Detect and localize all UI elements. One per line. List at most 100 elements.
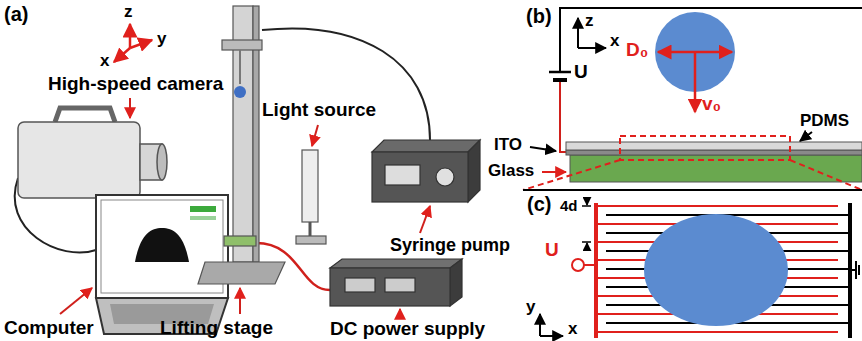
syringe-pump — [436, 168, 454, 186]
dc-power-supply — [330, 259, 462, 268]
velocity-label: v₀ — [702, 93, 721, 114]
spacing-marker — [586, 243, 588, 250]
ground-electrode — [606, 203, 852, 338]
axis-triad — [114, 24, 152, 62]
leader-arrow — [312, 125, 318, 146]
equipment-label: Syringe pump — [390, 235, 510, 255]
spacing-marker — [582, 205, 591, 207]
panel-label: (a) — [4, 4, 28, 24]
panel-label: (c) — [527, 193, 551, 215]
leader-arrow — [239, 288, 241, 314]
voltage-source — [572, 259, 594, 271]
lifting-stage — [224, 236, 256, 246]
equipment-label: Lifting stage — [160, 317, 273, 338]
layer-label: Glass — [488, 162, 534, 179]
laptop-computer — [190, 216, 216, 220]
equipment-label: DC power supply — [330, 318, 485, 339]
axis-pair — [540, 314, 563, 336]
red-electrode — [598, 205, 838, 207]
axis-label: z — [124, 3, 133, 20]
lifting-stage — [198, 6, 285, 284]
equipment-label: High-speed camera — [48, 74, 223, 93]
zoom-region — [790, 160, 862, 190]
substrate-layers — [566, 150, 862, 155]
equipment-label: Computer — [4, 317, 94, 338]
voltage-label: U — [545, 240, 559, 259]
leader-arrow — [530, 147, 556, 151]
axis-label: y — [526, 298, 535, 315]
dc-power-supply — [330, 268, 450, 306]
lifting-stage — [234, 86, 246, 98]
syringe-cable — [262, 28, 430, 140]
panel-frame — [523, 189, 862, 191]
leader-arrow — [60, 98, 430, 317]
light-source — [296, 236, 326, 244]
circuit-wire — [560, 80, 566, 152]
dimension-label: 4d — [560, 198, 578, 213]
syringe-cable — [262, 28, 430, 140]
axis-label: x — [610, 31, 619, 50]
battery-symbol — [549, 71, 571, 74]
axis-pair — [577, 18, 579, 48]
panel-frame — [523, 190, 862, 191]
panel-label: (c) — [527, 194, 551, 214]
droplet — [644, 214, 788, 326]
light-source — [296, 150, 326, 244]
layer-label: Glass — [488, 161, 534, 180]
zoom-region — [523, 136, 862, 190]
axis-label: y — [157, 30, 166, 47]
axis-label: x — [100, 52, 109, 69]
axis-triad — [114, 48, 130, 62]
voltage-label: U — [574, 61, 588, 82]
panel-label: (b) — [526, 6, 552, 26]
ground-electrode — [848, 203, 852, 338]
spacing-marker — [582, 198, 591, 250]
spacing-marker — [582, 241, 591, 243]
panel-label: (b) — [526, 5, 552, 27]
red-electrode — [594, 203, 838, 338]
ground-symbol — [858, 265, 860, 275]
axis-label: x — [100, 51, 109, 70]
light-source — [302, 150, 318, 222]
axis-label: x — [568, 319, 577, 338]
dimension-arrow — [694, 52, 697, 112]
leader-arrow — [60, 288, 92, 314]
leader-arrow — [530, 132, 812, 172]
lifting-stage — [239, 50, 241, 84]
voltage-source — [584, 264, 594, 266]
dc-power-supply — [330, 259, 462, 306]
ground-symbol — [855, 261, 857, 279]
substrate-layers — [566, 142, 862, 150]
axis-pair — [539, 314, 541, 336]
lifting-stage — [222, 40, 262, 50]
ground-symbol — [852, 261, 859, 279]
equipment-label: High-speed camera — [48, 73, 223, 94]
equipment-label: Lifting stage — [160, 318, 273, 337]
high-speed-camera — [18, 122, 140, 198]
equipment-label: Syringe pump — [390, 236, 510, 254]
axis-label: z — [124, 2, 133, 21]
laptop-computer — [190, 206, 216, 212]
syringe-pump — [372, 140, 480, 202]
equipment-label: Computer — [4, 318, 94, 337]
axis-pair — [540, 335, 563, 337]
red-electrode — [594, 203, 598, 338]
syringe-pump — [372, 152, 468, 202]
zoom-region — [523, 160, 620, 190]
equipment-label: Light source — [262, 100, 376, 119]
droplet — [644, 214, 788, 326]
high-speed-camera — [55, 108, 115, 122]
axis-label: x — [568, 320, 577, 337]
layer-label: ITO — [494, 135, 522, 154]
dc-power-supply — [450, 259, 462, 306]
equipment-label: Light source — [262, 99, 376, 120]
leader-arrow — [129, 98, 131, 118]
circuit-wire — [560, 8, 862, 152]
dc-power-supply — [345, 278, 375, 292]
velocity-label: v₀ — [702, 94, 721, 113]
red-electrode — [598, 331, 838, 333]
axis-label: z — [585, 12, 594, 29]
high-speed-camera — [157, 144, 167, 180]
